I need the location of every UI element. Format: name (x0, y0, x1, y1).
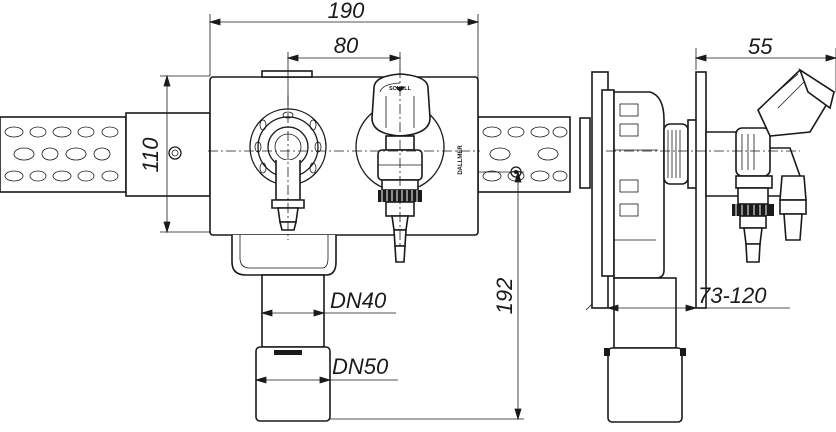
dim-depth-top: 55 (748, 34, 773, 59)
side-view (579, 68, 836, 423)
dimension-lines (160, 14, 524, 421)
dim-width-total: 190 (328, 0, 365, 23)
side-brand-label: DALLMER (458, 145, 464, 175)
housing-box (209, 76, 479, 236)
dim-drop-height: 192 (492, 278, 517, 315)
dim-height-box: 110 (138, 137, 163, 173)
dim-width-inner: 80 (334, 33, 359, 58)
dim-pipe-lower: DN50 (332, 354, 389, 379)
dim-depth-range: 73-120 (698, 283, 767, 308)
right-mounting-rail (477, 116, 571, 193)
dim-pipe-upper: DN40 (330, 288, 387, 313)
siphon-body (231, 235, 337, 276)
drain-pipe (255, 274, 331, 422)
screw-hole (168, 146, 182, 160)
left-bracket (125, 112, 211, 197)
side-dimension-lines (606, 48, 836, 312)
left-mounting-rail (0, 116, 127, 193)
